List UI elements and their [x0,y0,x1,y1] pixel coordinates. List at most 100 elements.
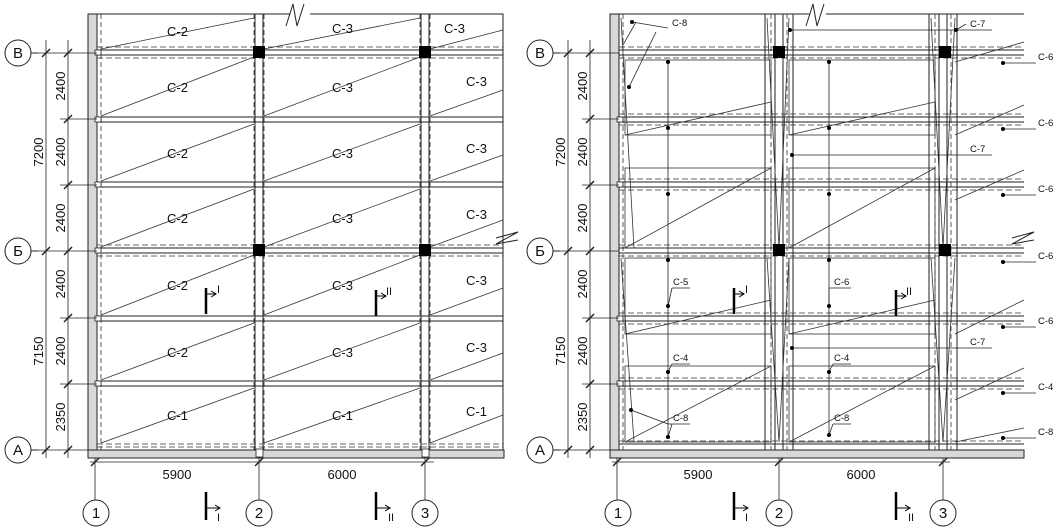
section-mark-label: II [388,512,394,524]
left-slab-labels: С-2 С-2 С-2 С-2 С-2 С-2 С-1 С-3 С-3 С-3 … [167,21,487,423]
right-mesh-panels [620,17,1025,443]
left-column-nodes [253,46,431,256]
section-mark-label: I [745,284,748,296]
dim-label: 2400 [53,337,68,366]
dim-label: 2400 [575,337,590,366]
callout-label: С-6 [1038,316,1053,327]
right-break-mark [495,231,519,245]
section-mark-label: II [908,512,914,524]
left-bottom-wall [87,449,505,459]
right-bottom-section-1: I [732,492,749,524]
right-vertical-dim-labels: 2400 2400 2400 2400 2400 2350 7200 7150 [553,72,590,432]
slab-label: С-3 [332,211,353,226]
dim-label: 2400 [575,270,590,299]
slab-label: С-2 [167,278,188,293]
right-break-mark [1011,231,1035,245]
slab-label: С-3 [466,207,487,222]
left-beams [97,49,503,387]
slab-label: С-1 [466,404,487,419]
slab-label: С-3 [332,146,353,161]
right-horizontal-dimension [612,457,950,500]
left-bottom-section-2: II [374,492,394,524]
callout-label: С-7 [970,19,985,30]
slab-label: С-1 [332,408,353,423]
axis-label: 3 [421,505,429,522]
section-mark-label: I [745,512,748,524]
slab-label: С-3 [466,340,487,355]
left-slab-diagonals [100,17,504,444]
callout-label: С-8 [672,18,687,29]
axis-label: 3 [939,505,947,522]
callout-label: С-7 [970,337,985,348]
axis-label: Б [13,243,23,260]
axis-label: 1 [614,505,622,522]
callout-label: С-4 [1038,382,1053,393]
slab-label: С-2 [167,211,188,226]
slab-label: С-3 [466,273,487,288]
callout-label: С-8 [1038,427,1053,438]
callout-label: С-6 [1038,118,1053,129]
slab-label: С-3 [466,74,487,89]
right-vertical-dimensions [560,40,619,458]
right-row-axes: В Б А [526,39,560,464]
callout-label: С-4 [834,353,849,364]
axis-label: Б [535,243,545,260]
slab-label: С-2 [167,345,188,360]
dim-label: 2400 [575,72,590,101]
axis-label: В [13,45,23,62]
left-wall [87,13,98,459]
left-section-mark-2: II [374,286,392,316]
callout-label: С-6 [1038,184,1053,195]
slab-label: С-3 [444,21,465,36]
slab-label: С-3 [332,345,353,360]
top-break-mark [805,3,825,27]
slab-label: С-3 [332,21,353,36]
dim-label: 5900 [163,467,192,482]
callout-label: С-7 [970,144,985,155]
section-mark-label: II [386,286,392,298]
axis-label: В [535,45,545,62]
section-mark-label: II [906,286,912,298]
dim-label: 7150 [553,337,568,366]
right-wall [609,13,620,459]
slab-label: С-2 [167,146,188,161]
slab-label: С-3 [332,278,353,293]
left-vertical-dim-labels: 2400 2400 2400 2400 2400 2350 7200 7150 [31,72,68,432]
axis-label: 2 [255,505,263,522]
left-row-axes: В Б А [4,39,38,464]
dim-label: 6000 [847,467,876,482]
left-vertical-dimensions [38,40,97,458]
dim-label: 7150 [31,337,46,366]
slab-label: С-1 [167,408,188,423]
callout-label: С-4 [673,353,688,364]
left-section-mark-1: I [204,284,220,314]
dim-label: 2400 [575,138,590,167]
dim-label: 2350 [575,403,590,432]
callout-label: С-6 [1038,52,1053,63]
left-horizontal-dimension [90,457,434,500]
slab-label: С-2 [167,24,188,39]
section-mark-label: I [217,284,220,296]
axis-label: 1 [92,505,100,522]
section-mark-label: I [217,512,220,524]
dim-label: 2400 [53,72,68,101]
dim-label: 7200 [31,138,46,167]
left-bottom-section-1: I [204,492,221,524]
right-col-axes: 1 2 3 [604,499,957,527]
axis-label: 2 [775,505,783,522]
right-leaders [628,21,1036,439]
slab-label: С-3 [332,80,353,95]
axis-label: А [13,442,23,459]
dim-label: 2350 [53,403,68,432]
dim-label: 2400 [53,270,68,299]
callout-label: С-5 [673,277,688,288]
right-section-mark-1: I [732,284,748,314]
dim-label: 2400 [575,204,590,233]
slab-label: С-3 [466,141,487,156]
right-section-mark-2: II [894,286,912,316]
right-plan: С-8 С-5 С-4 С-8 С-6 С-4 С-8 С-7 С-6 С-6 … [526,3,1053,527]
callout-label: С-8 [673,413,688,424]
right-bottom-section-2: II [894,492,914,524]
dim-label: 2400 [53,204,68,233]
